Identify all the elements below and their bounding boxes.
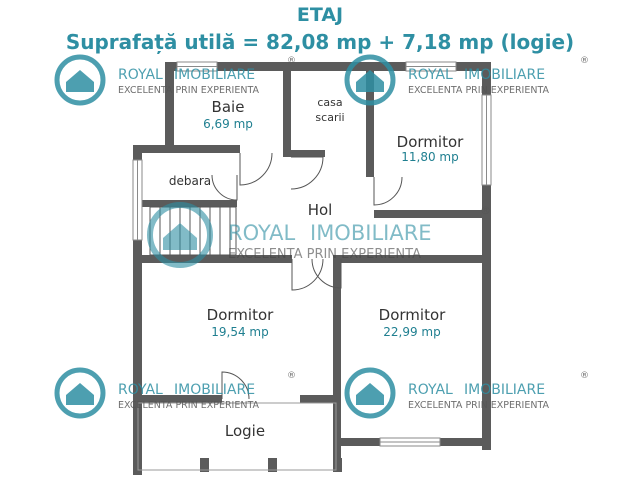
door-debara: [211, 174, 238, 201]
house-icon: [163, 223, 197, 250]
watermark-reg: ®: [287, 371, 296, 381]
wall-dormitor-divider: [333, 255, 341, 445]
wall-logie-right: [333, 438, 341, 472]
room-area-dormitor-2: 19,54 mp: [211, 325, 268, 339]
watermark-logo-icon: [344, 54, 396, 106]
watermark-center: ROYAL IMOBILIARE EXCELENTA PRIN EXPERIEN…: [147, 202, 491, 268]
watermark-logo-icon: [54, 367, 106, 419]
watermark-brand-a: ROYAL: [118, 67, 163, 83]
house-icon: [66, 70, 94, 92]
wall-dormitor2-bottom-right: [300, 395, 340, 403]
room-name-dormitor-2: Dormitor: [207, 306, 274, 324]
door-dormitor2: [291, 258, 324, 291]
watermark-brand-b: IMOBILIARE: [310, 221, 432, 245]
watermark-bottom-right: ROYAL IMOBILIARE EXCELENTA PRIN EXPERIEN…: [344, 367, 589, 419]
watermark-reg: ®: [480, 204, 491, 217]
door-logie: [221, 371, 250, 400]
watermark-brand-b: IMOBILIARE: [464, 382, 545, 398]
wall-dormitor2-bottom-left: [142, 395, 222, 403]
watermark-logo-icon: [54, 54, 106, 106]
watermark-brand-a: ROYAL: [118, 382, 163, 398]
wall-stair-left: [283, 62, 291, 157]
wall-stair-bottom: [283, 150, 325, 157]
windows: [132, 61, 492, 447]
plan-subtitle: Suprafață utilă = 82,08 mp + 7,18 mp (lo…: [65, 30, 575, 54]
room-name-dormitor-3: Dormitor: [379, 306, 446, 324]
wall-baie-left: [165, 62, 174, 152]
wall-hol-bottom-left: [142, 255, 292, 263]
wall-baie-bottom: [165, 145, 240, 153]
door-stair: [290, 156, 324, 190]
house-icon: [356, 383, 384, 405]
door-baie: [239, 152, 273, 186]
room-name-casa: casa: [317, 96, 342, 109]
wall-debara-top: [133, 145, 173, 153]
wall-dormitor1-bottom: [374, 210, 491, 218]
watermark-logo-icon: [344, 367, 396, 419]
watermark-tagline: EXCELENTA PRIN EXPERIENTA: [408, 85, 550, 96]
watermark-logo-icon: [147, 202, 213, 268]
watermark-tagline: EXCELENTA PRIN EXPERIENTA: [228, 247, 421, 262]
logie-outline: [137, 402, 337, 471]
room-name-debara: debara: [169, 174, 211, 188]
watermark-brand-a: ROYAL: [408, 382, 453, 398]
watermark-bottom-left: ROYAL IMOBILIARE EXCELENTA PRIN EXPERIEN…: [54, 367, 296, 419]
wall-outer-right-lower: [482, 210, 491, 450]
watermark-tagline: EXCELENTA PRIN EXPERIENTA: [118, 85, 260, 96]
doors: [211, 152, 403, 400]
room-name-hol: Hol: [308, 201, 333, 219]
watermark-brand-b: IMOBILIARE: [174, 67, 255, 83]
logie-post-2: [200, 458, 209, 472]
watermark-tagline: EXCELENTA PRIN EXPERIENTA: [118, 400, 260, 411]
watermark-reg: ®: [580, 56, 589, 66]
room-name-scarii: scarii: [315, 111, 344, 124]
room-area-dormitor-3: 22,99 mp: [383, 325, 440, 339]
room-area-dormitor-1: 11,80 mp: [401, 150, 458, 164]
house-icon: [66, 383, 94, 405]
watermark-brand-a: ROYAL: [228, 221, 296, 245]
walls: [133, 62, 491, 475]
wall-outer-left: [133, 145, 142, 475]
watermark-brand-b: IMOBILIARE: [174, 382, 255, 398]
door-dormitor3: [311, 258, 342, 289]
watermark-reg: ®: [580, 371, 589, 381]
plan-title: ETAJ: [296, 4, 344, 26]
door-dormitor1: [373, 176, 403, 206]
watermark-reg: ®: [287, 56, 296, 66]
wall-hol-bottom-right: [340, 255, 482, 263]
room-name-logie: Logie: [225, 422, 265, 440]
watermark-brand-b: IMOBILIARE: [464, 67, 545, 83]
wall-outer-top: [165, 62, 490, 71]
watermark-brand-a: ROYAL: [408, 67, 453, 83]
watermark-top-right: ROYAL IMOBILIARE EXCELENTA PRIN EXPERIEN…: [344, 54, 589, 106]
room-area-baie: 6,69 mp: [203, 117, 253, 131]
watermark-tagline: EXCELENTA PRIN EXPERIENTA: [408, 400, 550, 411]
watermark-top-left: ROYAL IMOBILIARE EXCELENTA PRIN EXPERIEN…: [54, 54, 296, 106]
house-icon: [356, 70, 384, 92]
room-name-baie: Baie: [212, 98, 245, 116]
logie-post-3: [268, 458, 277, 472]
wall-stair-right: [366, 62, 374, 177]
room-name-dormitor-1: Dormitor: [397, 133, 464, 151]
